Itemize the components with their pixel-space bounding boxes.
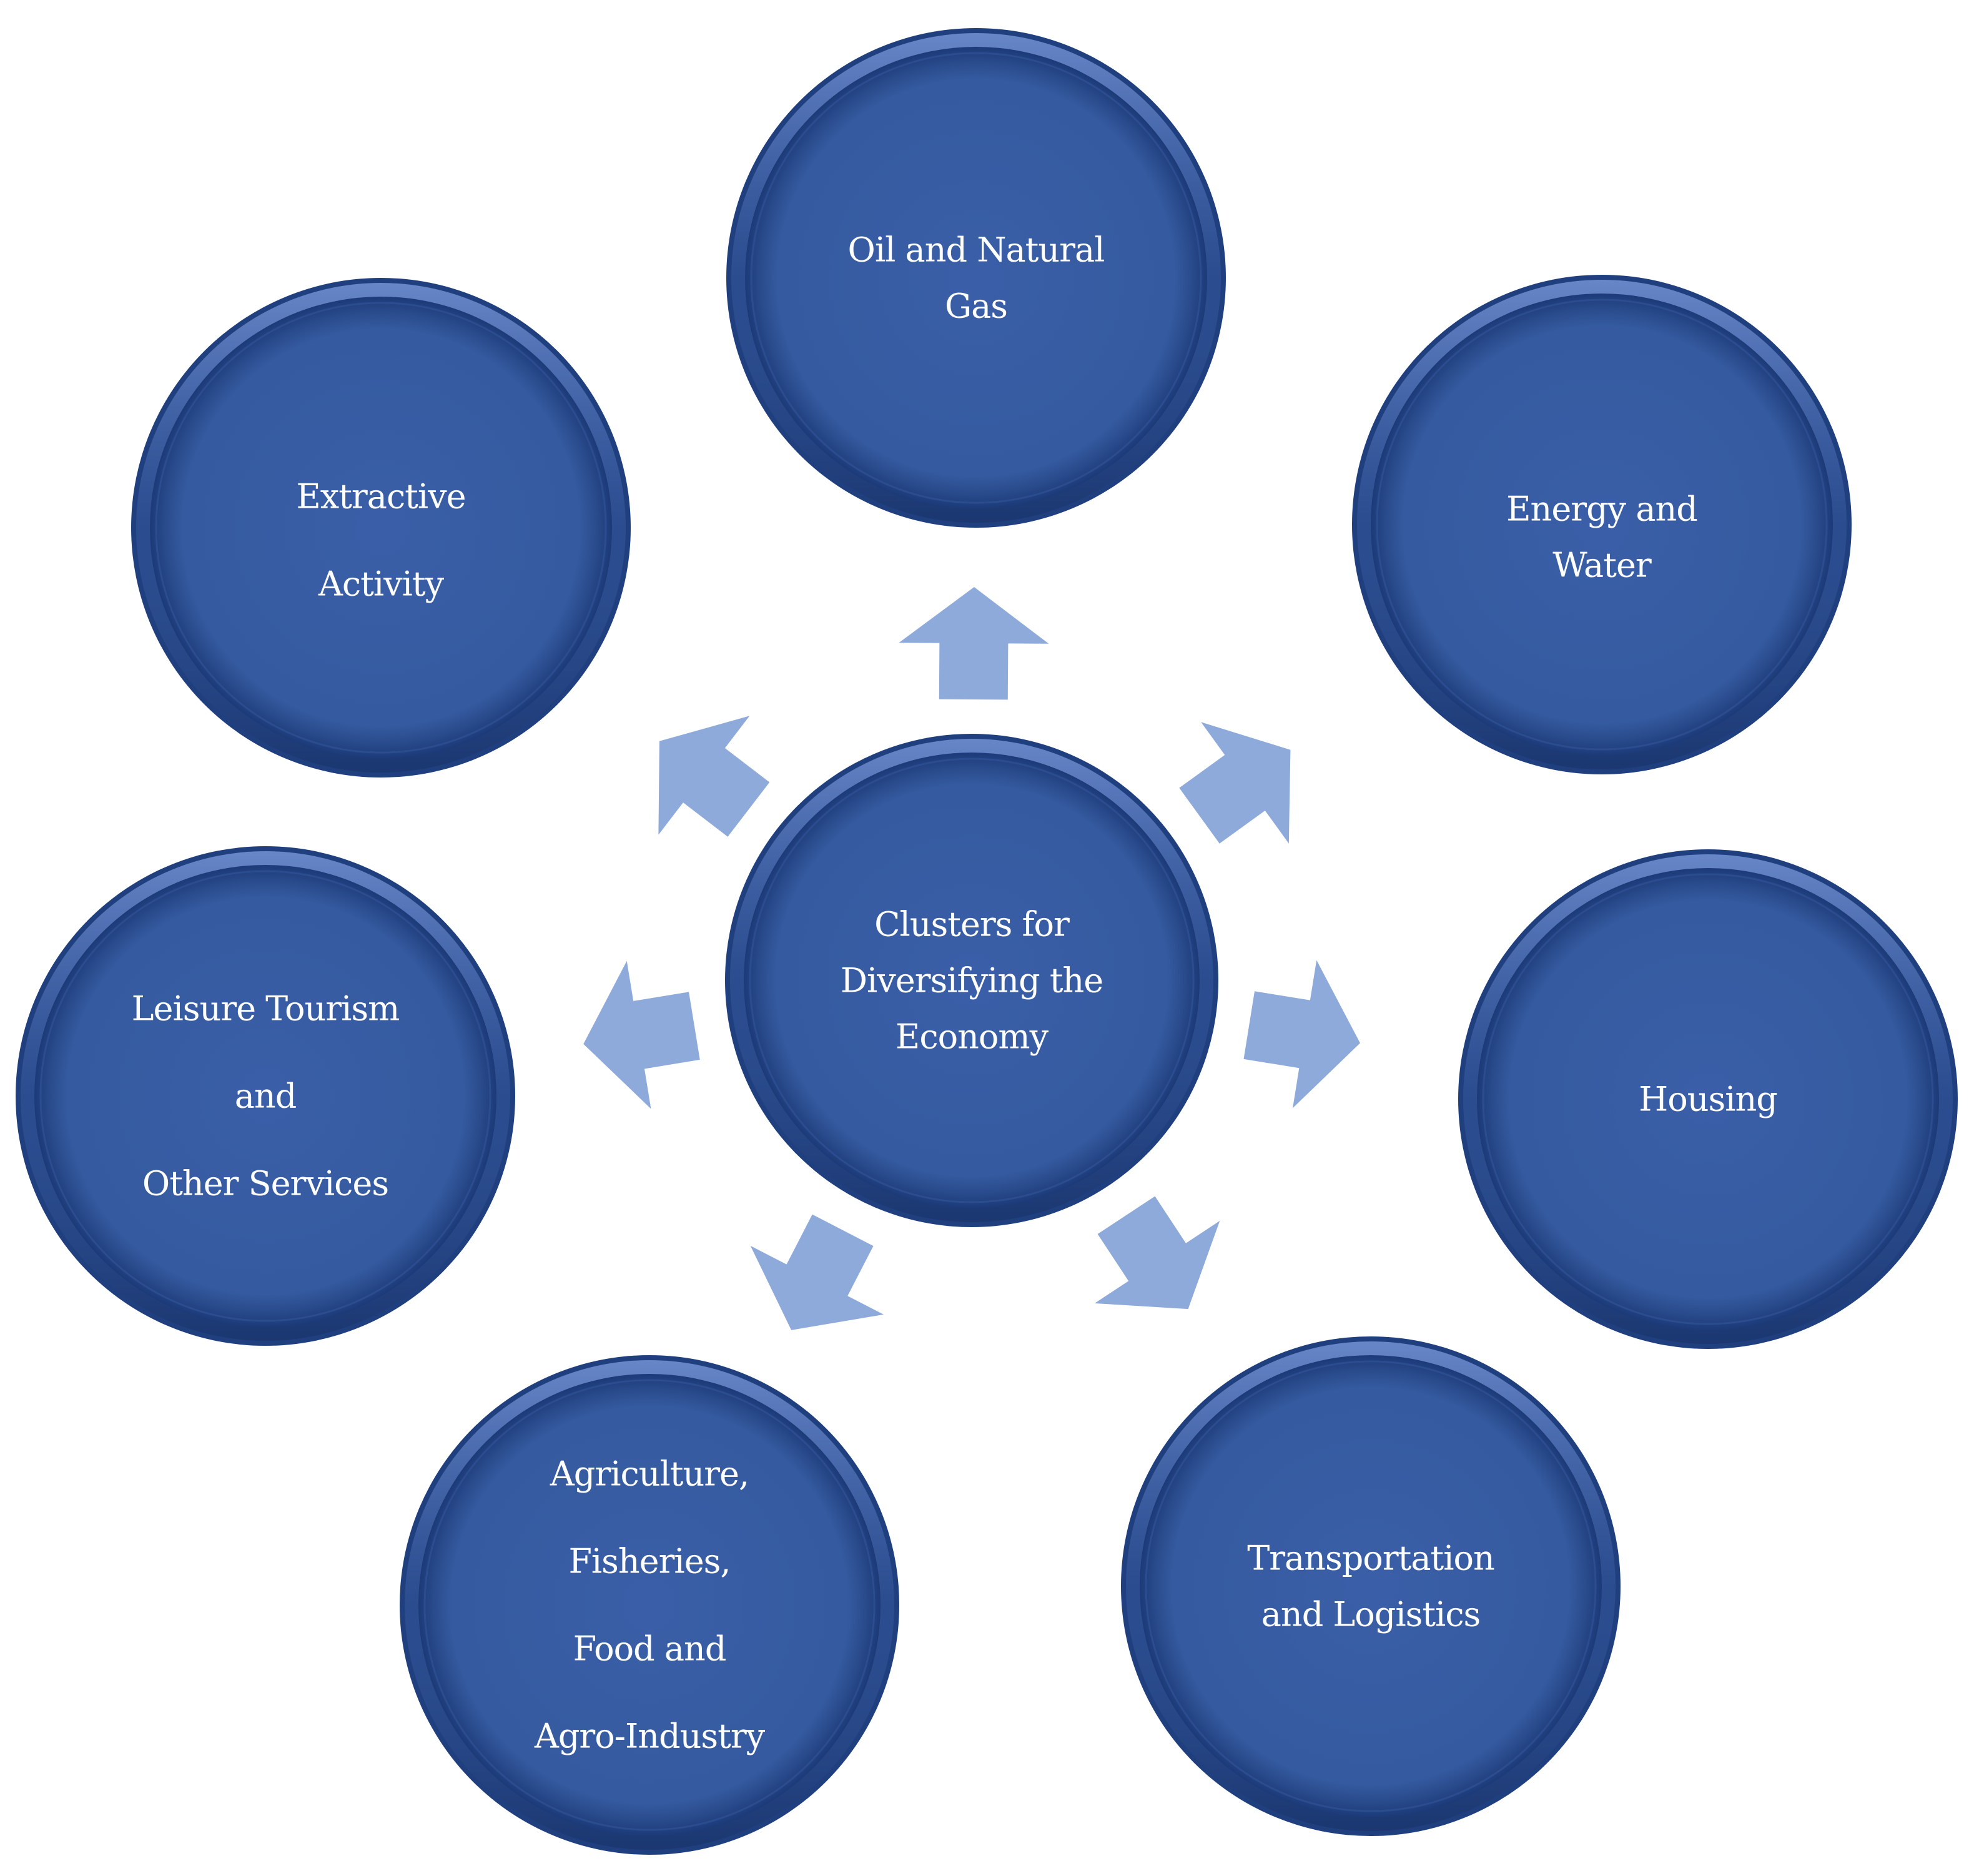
node-housing-label-line-1: Housing <box>1639 1080 1777 1119</box>
node-leisure-tourism-disc <box>34 865 496 1327</box>
node-oil-gas-inner-ring <box>750 52 1202 504</box>
node-energy-water-inner-ring <box>1376 299 1828 751</box>
node-leisure-tourism-label-line-1: Leisure Tourism <box>132 989 400 1029</box>
arrow-to-extractive-activity <box>658 716 770 837</box>
node-transportation-logistics-disc <box>1140 1355 1602 1817</box>
center-node-label-line-2: Diversifying the <box>841 961 1103 1000</box>
arrow-to-agriculture-fisheries-food <box>750 1214 884 1330</box>
node-housing-inner-ring <box>1482 873 1934 1325</box>
arrow-to-transportation-logistics <box>1094 1196 1220 1310</box>
node-transportation-logistics-label-line-1: Transportation <box>1247 1539 1494 1578</box>
arrow-to-housing <box>1243 960 1360 1108</box>
node-energy-water-label-line-1: Energy and <box>1506 490 1697 529</box>
node-extractive-activity-disc <box>150 297 612 759</box>
arrow-to-leisure-tourism <box>583 960 700 1109</box>
node-energy-water-label-line-2: Water <box>1552 546 1652 585</box>
node-housing-disc <box>1477 868 1939 1330</box>
node-leisure-tourism-label-line-2: and <box>235 1077 297 1116</box>
arrows-layer <box>583 587 1360 1330</box>
node-agriculture-fisheries-food: Agriculture, Fisheries, Food andAgro-Indus… <box>400 1355 899 1855</box>
node-extractive-activity-inner-ring <box>155 302 607 754</box>
node-transportation-logistics-label-line-2: and Logistics <box>1261 1595 1481 1634</box>
node-agriculture-fisheries-food-inner-ring <box>423 1379 876 1831</box>
arrow-to-oil-gas <box>899 587 1049 700</box>
node-leisure-tourism-inner-ring <box>39 870 491 1322</box>
center-node-inner-ring <box>749 758 1195 1203</box>
node-agriculture-fisheries-food-label-line-1: Agriculture, <box>550 1454 749 1494</box>
arrow-to-energy-water <box>1179 722 1291 844</box>
center-node-label-line-1: Clusters for <box>874 905 1070 944</box>
center-node-label-line-3: Economy <box>896 1017 1049 1057</box>
node-agriculture-fisheries-food-label-line-3: Food and <box>573 1629 726 1669</box>
node-leisure-tourism-label-line-3: Other Services <box>142 1164 388 1203</box>
node-housing: Housing <box>1458 849 1958 1349</box>
node-energy-water-disc <box>1371 294 1833 756</box>
node-transportation-logistics: Transportation and Logistics <box>1121 1336 1621 1836</box>
node-transportation-logistics-inner-ring <box>1145 1360 1597 1812</box>
node-agriculture-fisheries-food-label-line-4: Agro-Industry <box>534 1717 766 1756</box>
node-extractive-activity-label-line-1: Extractive <box>296 477 465 516</box>
center-node-disc <box>744 753 1200 1208</box>
node-agriculture-fisheries-food-label-line-2: Fisheries, <box>568 1542 730 1581</box>
node-oil-gas-label-line-1: Oil and Natural <box>848 230 1105 270</box>
node-oil-gas-disc <box>745 47 1207 509</box>
node-oil-gas-label-line-2: Gas <box>945 287 1007 326</box>
node-extractive-activity-label-line-2: Activity <box>318 565 445 604</box>
node-agriculture-fisheries-food-disc <box>418 1374 881 1836</box>
